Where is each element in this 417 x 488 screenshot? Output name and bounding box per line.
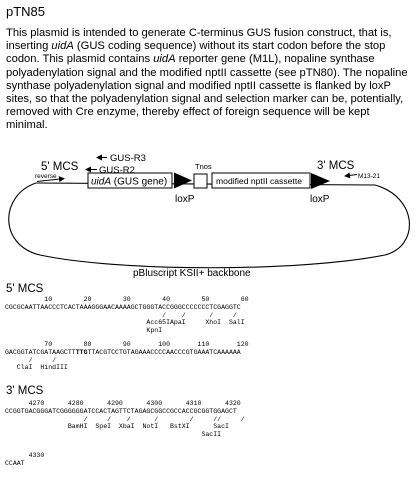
label-uida-gene: uidA (GUS gene) [91, 177, 167, 188]
ruler-5-mcs-1: 10 20 30 40 50 60 [5, 296, 249, 303]
ruler-3-mcs-1: 4270 4280 4290 4300 4310 4320 [5, 400, 241, 407]
site-ticks-3-mcs-1: / / / / / // / [5, 415, 245, 423]
ruler-3-mcs-2: 4330 [5, 452, 45, 459]
label-gus-r2: GUS-R2 [99, 165, 135, 176]
description-text-3: reporter gene (M1L), nopaline synthase p… [6, 53, 408, 132]
site-labels-3-mcs-1b: SacII [5, 430, 222, 438]
page-title: pTN85 [6, 4, 46, 19]
heading-3-mcs: 3' MCS [6, 385, 44, 397]
label-nptii-cassette: modified nptII cassette [216, 176, 302, 186]
gene-name-uida: uidA [153, 53, 176, 66]
label-gus-r3: GUS-R3 [110, 153, 146, 164]
label-m13-21: M13-21 [358, 173, 380, 180]
uida-gene-suffix: (GUS gene) [111, 177, 167, 188]
description-text-1: This plasmid is intended to generate C-t… [6, 27, 392, 53]
site-labels-5-mcs-2: ClaI HindIII [5, 364, 68, 371]
site-ticks-5-mcs-1: / / / / [5, 311, 237, 319]
sequence-3-mcs-1: CCGGTGACGGGATCGGGGGGATCCACTAGTTCTAGAGCGG… [5, 408, 237, 415]
uida-gene-name: uidA [91, 177, 111, 188]
backbone-arc [8, 182, 410, 269]
site-labels-5-mcs-1: Acc65IApaI XhoI SalI [5, 319, 245, 326]
label-loxp-right: loxP [310, 194, 330, 205]
nptii-cassette-box [211, 172, 311, 189]
tnos-box [193, 173, 208, 189]
site-labels-3-mcs-1: BamHI SpeI XbaI NotI BstXI SacI [5, 423, 229, 430]
loxp-right-triangle [311, 173, 330, 189]
reverse-primer-arrow [36, 176, 65, 183]
sequence-5-mcs-2-bold: TTG [75, 349, 88, 356]
uida-gene-box [87, 172, 173, 189]
sequence-5-mcs-2-pre: GACGGTATCGATAAGCTT [5, 349, 76, 356]
label-tnos: Tnos [195, 162, 212, 171]
heading-5-mcs: 5' MCS [6, 283, 44, 295]
gene-name-uida: uidA [51, 40, 74, 53]
description-text-2: (GUS coding sequence) without its start … [6, 40, 386, 66]
plasmid-map: 5' MCS GUS-R3 GUS-R2 reverse uidA (GUS g… [8, 153, 410, 279]
ruler-5-mcs-2: 70 80 90 100 110 120 [5, 341, 249, 348]
sequence-5-mcs-2: GACGGTATCGATAAGCTTTTGTTACGTCCTGTAGAAACCC… [5, 349, 241, 357]
label-backbone: pBluscript KSII+ backbone [133, 268, 251, 279]
description-paragraph: This plasmid is intended to generate C-t… [6, 27, 412, 133]
label-loxp-left: loxP [175, 194, 195, 205]
label-3-mcs: 3' MCS [317, 160, 355, 172]
sequence-3-mcs-2: CCAAT [5, 460, 25, 467]
site-ticks-5-mcs-2: / / [5, 356, 57, 364]
label-reverse-primer: reverse [35, 173, 57, 180]
sequence-5-mcs-1: CGCGCAATTAACCCTCACTAAAGGGAACAAAAGCTGGGTA… [5, 304, 241, 311]
loxp-left-triangle [174, 172, 192, 189]
label-5-mcs: 5' MCS [41, 161, 79, 173]
m13-primer-arrow [344, 172, 358, 179]
sequence-5-mcs-2-post: TTACGTCCTGTAGAAACCCCAACCCGTGAAATCAAAAAA [87, 349, 241, 356]
site-labels-5-mcs-1b: KpnI [5, 326, 163, 334]
